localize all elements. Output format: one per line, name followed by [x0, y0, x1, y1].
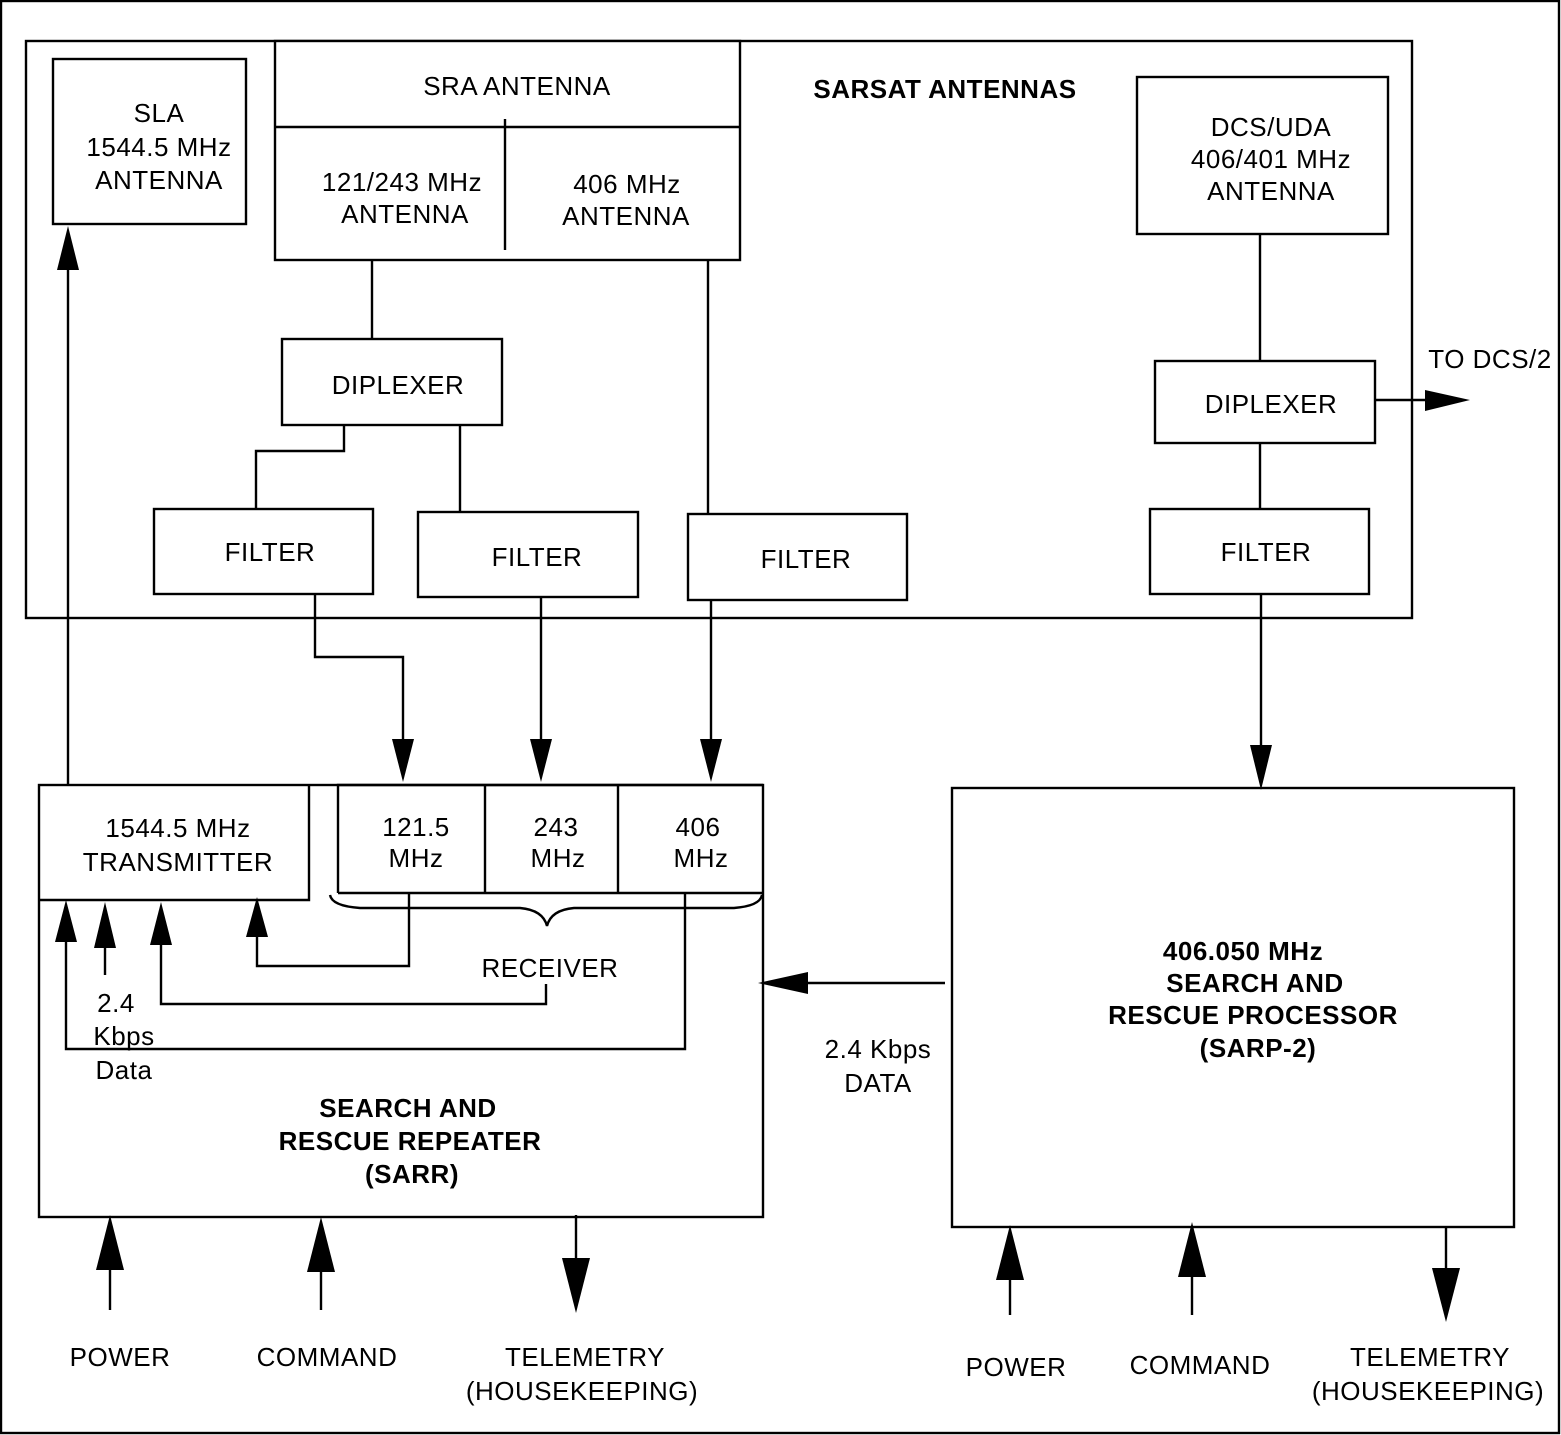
filter-box-3	[686, 512, 909, 602]
to-dcs-arrowhead	[1425, 390, 1470, 411]
sarr-telemetry-label-line-2: (HOUSEKEEPING)	[466, 1376, 698, 1406]
receiver-brace	[328, 894, 764, 927]
transmitter-box	[39, 785, 311, 902]
sra-antenna-title: SRA ANTENNA	[423, 71, 611, 101]
sarp-title-line-1: 406.050 MHz	[1163, 936, 1323, 966]
rx406-line-1: 406	[676, 812, 721, 842]
filter1-to-rx121-line	[313, 594, 405, 745]
filter-label-4: FILTER	[1221, 537, 1312, 567]
sarr-telemetry-arrowhead	[562, 1258, 590, 1313]
sarr-title-line-2: RESCUE REPEATER	[279, 1126, 542, 1156]
sarp-telemetry-label-line-1: TELEMETRY	[1350, 1342, 1510, 1372]
sarp-title-line-2: SEARCH AND	[1166, 968, 1343, 998]
sra-121-243-line-2: ANTENNA	[341, 199, 469, 229]
filter-label-1: FILTER	[225, 537, 316, 567]
sarp-power-arrowhead	[996, 1225, 1024, 1280]
rx406-arrowhead	[700, 739, 722, 782]
link-label-line-1: 2.4 Kbps	[825, 1034, 932, 1064]
filter-box-1	[152, 507, 375, 596]
rx243-line-1: 243	[534, 812, 579, 842]
right-diplexer-box	[1153, 359, 1377, 445]
sarp-input-arrowhead	[1250, 745, 1272, 790]
rx121-to-tx-arrowhead	[246, 897, 268, 937]
data-label-line-3: Data	[96, 1055, 153, 1085]
rx243-line-2: MHz	[531, 843, 586, 873]
left-diplexer-box	[280, 337, 504, 427]
rx243-arrowhead	[530, 739, 552, 782]
sla-label-line-2: 1544.5 MHz	[86, 132, 231, 162]
data-label-line-2: Kbps	[93, 1021, 154, 1051]
rx121-arrowhead	[392, 739, 414, 782]
receiver-label: RECEIVER	[482, 953, 619, 983]
sra-antenna-box	[273, 39, 742, 262]
data-in-arrowhead	[94, 902, 116, 948]
left-diplexer-label: DIPLEXER	[332, 370, 465, 400]
sarr-title-line-1: SEARCH AND	[319, 1093, 496, 1123]
rx406-line-2: MHz	[674, 843, 729, 873]
sarp-telemetry-label-line-2: (HOUSEKEEPING)	[1312, 1376, 1544, 1406]
receiver-to-tx-line	[159, 930, 548, 1006]
sra-406-line-1: 406 MHz	[573, 169, 681, 199]
sarr-power-arrowhead	[96, 1215, 124, 1270]
sla-label-line-1: SLA	[134, 98, 185, 128]
sarr-command-label: COMMAND	[257, 1342, 398, 1372]
rx406-to-tx-arrowhead	[55, 900, 77, 942]
sla-label-line-3: ANTENNA	[95, 165, 223, 195]
sarp-to-sarr-arrowhead	[758, 972, 808, 994]
sarr-power-label: POWER	[70, 1342, 171, 1372]
sarr-command-arrowhead	[307, 1217, 335, 1272]
filter-box-4	[1148, 507, 1371, 596]
receiver-channels-top	[336, 783, 763, 893]
data-label-line-1: 2.4	[97, 988, 135, 1018]
sarp-power-label: POWER	[966, 1352, 1067, 1382]
dcs-uda-antenna-box	[1135, 75, 1390, 236]
transmitter-line-2: TRANSMITTER	[83, 847, 273, 877]
rx121-line-2: MHz	[389, 843, 444, 873]
dcs-uda-line-1: DCS/UDA	[1211, 112, 1332, 142]
filter-label-3: FILTER	[761, 544, 852, 574]
sarp-command-arrowhead	[1178, 1222, 1206, 1277]
sra-406-line-2: ANTENNA	[562, 201, 690, 231]
sla-arrowhead	[57, 226, 79, 270]
rx406-to-tx-line	[64, 893, 687, 1051]
sarr-telemetry-label-line-1: TELEMETRY	[505, 1342, 665, 1372]
sarp-title-line-3: RESCUE PROCESSOR	[1108, 1000, 1398, 1030]
sarp-command-label: COMMAND	[1130, 1350, 1271, 1380]
rx121-line-1: 121.5	[382, 812, 450, 842]
to-dcs-label: TO DCS/2	[1428, 344, 1551, 374]
dcs-uda-line-2: 406/401 MHz	[1191, 144, 1351, 174]
sarp-title-line-4: (SARP-2)	[1200, 1033, 1317, 1063]
rx121-to-tx-line	[255, 893, 411, 968]
sarsat-antennas-title: SARSAT ANTENNAS	[813, 74, 1076, 104]
filter-box-2	[416, 510, 640, 599]
right-diplexer-label: DIPLEXER	[1205, 389, 1338, 419]
dcs-uda-line-3: ANTENNA	[1207, 176, 1335, 206]
sra-121-243-line-1: 121/243 MHz	[322, 167, 482, 197]
diplexer-to-filter1-line	[254, 425, 346, 509]
sarp-telemetry-arrowhead	[1432, 1268, 1460, 1322]
transmitter-line-1: 1544.5 MHz	[105, 813, 250, 843]
sla-antenna-box	[51, 57, 248, 226]
sarr-title-line-3: (SARR)	[365, 1159, 459, 1189]
link-label-line-2: DATA	[844, 1068, 912, 1098]
receiver-to-tx-arrowhead	[150, 902, 172, 945]
filter-label-2: FILTER	[492, 542, 583, 572]
sarp-box	[950, 786, 1516, 1229]
